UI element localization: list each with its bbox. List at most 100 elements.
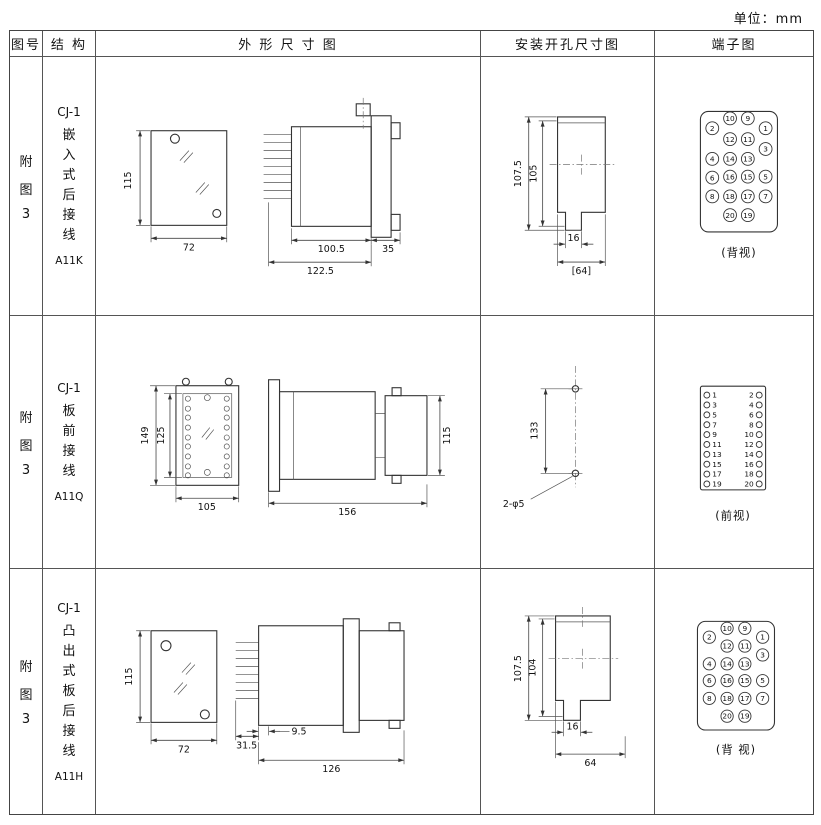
terminal-9: 9 <box>712 430 717 439</box>
terminal-13: 13 <box>740 659 750 668</box>
terminal-16: 16 <box>744 460 754 469</box>
terminal-15: 15 <box>712 460 722 469</box>
terminal-17: 17 <box>743 192 753 201</box>
dim-label: 149 <box>140 427 151 445</box>
dim-label: 115 <box>123 171 134 189</box>
terminal-10: 10 <box>744 430 754 439</box>
dim-label: 133 <box>530 422 541 440</box>
structure-char: 线 <box>62 228 76 243</box>
fig-char: 3 <box>21 462 31 478</box>
hole-spec-label: 2-φ5 <box>503 499 525 510</box>
row2-structure: CJ-1 板 前 接 线 A11Q <box>43 316 96 569</box>
structure-char: 板 <box>62 683 76 699</box>
terminal-6: 6 <box>749 410 754 419</box>
dim-label: 16 <box>566 721 578 732</box>
terminal-view-label: (前视) <box>715 509 751 523</box>
terminal-18: 18 <box>722 694 732 703</box>
dim-label: [64] <box>572 266 591 277</box>
terminal-7: 7 <box>760 694 765 703</box>
terminal-strip-left <box>184 395 191 479</box>
terminal-17: 17 <box>712 470 722 479</box>
dim-label: 72 <box>183 242 195 253</box>
terminal-12: 12 <box>744 440 753 449</box>
terminal-18: 18 <box>725 192 735 201</box>
terminal-2: 2 <box>707 633 712 642</box>
terminal-16: 16 <box>722 676 732 685</box>
terminal-20: 20 <box>725 211 735 220</box>
terminal-14: 14 <box>725 155 735 164</box>
row3-terminal-diagram: 10 9 2 1 12 11 3 4 14 13 6 16 15 5 8 18 <box>696 620 776 757</box>
terminal-20: 20 <box>722 712 732 721</box>
terminal-16: 16 <box>725 172 735 181</box>
terminal-15: 15 <box>743 172 753 181</box>
structure-char: 接 <box>62 208 76 223</box>
dim-label: 126 <box>322 764 340 775</box>
terminal-17: 17 <box>740 694 750 703</box>
row1-outline-cell: 115 72 100.5 35 122.5 <box>96 57 481 316</box>
terminal-9: 9 <box>745 114 750 123</box>
terminal-8: 8 <box>707 694 712 703</box>
fig-char: 3 <box>21 712 31 727</box>
row1-terminal-cell: 10 9 2 1 12 11 3 4 14 13 6 16 15 5 8 18 <box>655 57 813 316</box>
row1-terminal-diagram: 10 9 2 1 12 11 3 4 14 13 6 16 15 5 8 18 <box>699 110 778 260</box>
terminal-1: 1 <box>763 124 768 133</box>
terminal-4: 4 <box>707 659 712 668</box>
row1-fig-label: 附 图 3 <box>10 57 43 316</box>
terminal-19: 19 <box>712 480 722 489</box>
header-fig-no: 图号 <box>10 31 43 57</box>
dim-label: 115 <box>442 427 453 445</box>
fig-char: 图 <box>19 438 33 454</box>
terminal-6: 6 <box>710 173 715 182</box>
terminal-15: 15 <box>740 676 750 685</box>
dim-label: 35 <box>382 244 394 255</box>
terminal-3: 3 <box>763 145 768 154</box>
terminal-grid-back: 10 9 2 1 12 11 3 4 14 13 6 16 15 5 8 18 <box>702 621 770 723</box>
terminal-7: 7 <box>712 420 717 429</box>
terminal-12: 12 <box>725 135 734 144</box>
structure-char: 接 <box>62 723 76 739</box>
structure-code: A11H <box>54 770 84 783</box>
terminal-18: 18 <box>744 470 754 479</box>
structure-code: A11Q <box>54 491 84 503</box>
row3-fig-label: 附 图 3 <box>10 569 43 814</box>
dim-label: 9.5 <box>291 726 306 737</box>
structure-char: 接 <box>62 444 76 459</box>
dim-label: 122.5 <box>307 266 334 277</box>
terminal-5: 5 <box>760 676 765 685</box>
terminal-strip-right <box>223 395 230 479</box>
structure-code: A11K <box>55 255 83 267</box>
terminal-2: 2 <box>710 124 715 133</box>
row3-structure: CJ-1 凸 出 式 板 后 接 线 A11H <box>43 569 96 814</box>
row2-mounting-cell: 133 2-φ5 <box>481 316 655 569</box>
row3-outline-cell: 115 72 31.5 9.5 <box>96 569 481 814</box>
terminal-14: 14 <box>744 450 754 459</box>
terminal-11: 11 <box>712 440 722 449</box>
terminal-4: 4 <box>710 155 715 164</box>
terminal-grid-back: 10 9 2 1 12 11 3 4 14 13 6 16 15 5 8 18 <box>705 111 773 222</box>
terminal-view-label: (背 视) <box>716 743 756 757</box>
dim-label: 72 <box>178 744 190 755</box>
terminal-13: 13 <box>743 155 753 164</box>
row1-structure: CJ-1 嵌 入 式 后 接 线 A11K <box>43 57 96 316</box>
terminal-10: 10 <box>722 624 732 633</box>
terminal-4: 4 <box>749 401 754 410</box>
header-terminal: 端子图 <box>655 31 813 57</box>
structure-model: CJ-1 <box>57 600 81 615</box>
structure-char: 式 <box>62 168 76 183</box>
header-outline: 外 形 尺 寸 图 <box>96 31 481 57</box>
dim-label: 104 <box>528 659 539 677</box>
dim-label: 115 <box>124 668 135 686</box>
row3-mounting-cell: 107.5 104 16 64 <box>481 569 655 814</box>
dim-label: 105 <box>529 165 540 183</box>
dim-label: 156 <box>338 507 356 518</box>
structure-char: 出 <box>62 643 76 659</box>
terminal-10: 10 <box>725 114 735 123</box>
terminal-20: 20 <box>744 480 754 489</box>
terminal-19: 19 <box>740 712 750 721</box>
dim-label: 107.5 <box>513 160 524 187</box>
header-structure: 结 构 <box>43 31 96 57</box>
terminal-2: 2 <box>749 391 754 400</box>
header-mounting: 安装开孔尺寸图 <box>481 31 655 57</box>
terminal-view-label: (背视) <box>721 246 757 260</box>
